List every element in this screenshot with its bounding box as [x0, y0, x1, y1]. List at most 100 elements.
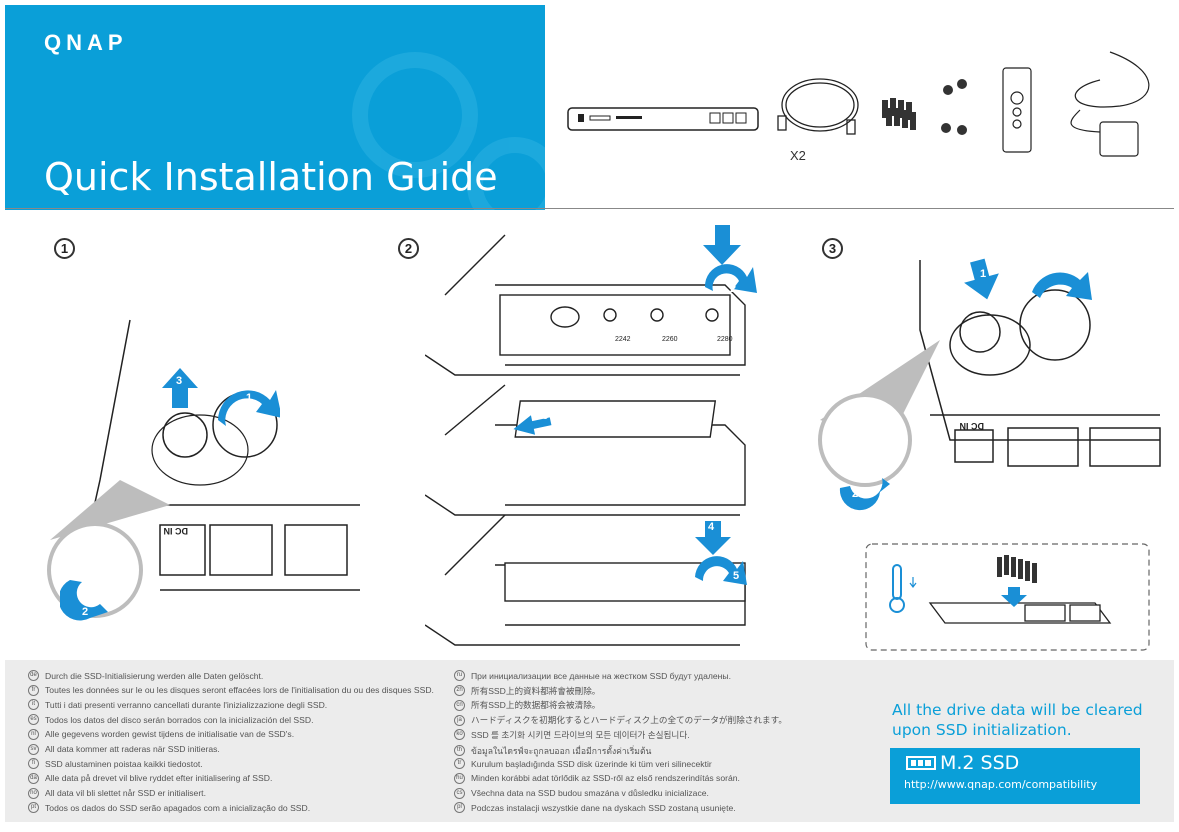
- language-warning-text: SSD 를 초기화 시키면 드라이브의 모든 데이터가 손실됩니다.: [471, 729, 690, 740]
- language-warning-text: Alle gegevens worden gewist tijdens de i…: [45, 729, 295, 740]
- language-code-badge: th: [454, 745, 465, 756]
- thermometer-icon: [889, 564, 917, 613]
- language-warning-text: Kurulum başladığında SSD disk üzerinde k…: [471, 758, 712, 769]
- step-2-arrow-2-label: 2: [730, 283, 737, 295]
- language-code-badge: hu: [454, 772, 465, 784]
- language-warning-text: Podczas instalacji wszystkie dane na dys…: [471, 802, 736, 813]
- step-1-arrow-1-label: 1: [246, 392, 253, 404]
- gear-watermark-icon: [352, 52, 545, 210]
- language-code-badge: sv: [28, 743, 39, 755]
- step-2-arrow-4-label: 4: [708, 521, 715, 533]
- language-warning-text: All data vil bli slettet når SSD er init…: [45, 788, 206, 799]
- step-2-arrow-5-label: 5: [733, 570, 740, 582]
- step-2-arrow-3-label: 3: [542, 410, 549, 422]
- language-code-badge: fi: [28, 758, 39, 770]
- language-code-badge: da: [28, 772, 39, 784]
- arrow-down-icon: [964, 258, 999, 300]
- qnap-logo: QNAP: [44, 30, 128, 55]
- step-3-illustration: DC IN: [818, 258, 1161, 511]
- arrow-up-icon: [162, 368, 198, 408]
- compat-url-link[interactable]: http://www.qnap.com/compatibility: [904, 778, 1098, 791]
- power-adapter-icon: [1070, 51, 1150, 157]
- language-code-badge: es: [28, 714, 39, 726]
- language-code-badge: ko: [454, 729, 465, 741]
- language-warning-text: При инициализации все данные на жестком …: [471, 670, 731, 681]
- step-3-number: 3: [822, 238, 843, 259]
- heatsink-icon: [882, 98, 916, 130]
- header-banner: [5, 5, 545, 210]
- language-warning-fi: fi SSD alustaminen poistaa kaikki tiedost…: [28, 758, 203, 770]
- language-code-badge: ja: [454, 714, 465, 726]
- language-warning-fr: fr Toutes les données sur le ou les disqu…: [28, 684, 434, 696]
- rotate-arrow-icon: [695, 556, 747, 585]
- header-divider: [5, 208, 1174, 209]
- language-warning-text: Toutes les données sur le ou les disques…: [45, 685, 434, 696]
- ssd-size-2280: 2280: [717, 336, 733, 343]
- language-code-badge: pl: [454, 802, 465, 814]
- arrow-down-icon: [1001, 587, 1027, 607]
- step-3-arrow-2-label: 2: [852, 488, 859, 500]
- language-code-badge: tr: [454, 758, 465, 770]
- language-warning-pt: pt Todos os dados do SSD serão apagados c…: [28, 802, 311, 814]
- step-1-number: 1: [54, 238, 75, 259]
- language-code-badge: de: [28, 670, 39, 681]
- language-warning-text: 所有SSD上的資料都將會被刪除。: [471, 685, 601, 696]
- language-warning-cn: cn 所有SSD上的数据都将会被清除。: [454, 699, 600, 711]
- language-warning-text: 所有SSD上的数据都将会被清除。: [471, 700, 601, 711]
- language-warning-text: SSD alustaminen poistaa kaikki tiedostot…: [45, 758, 203, 769]
- remote-control-icon: [1002, 67, 1032, 153]
- arrow-down-icon: [703, 225, 741, 265]
- dc-in-label-3: DC IN: [960, 421, 985, 431]
- language-warning-th: th ข้อมูลในไดรฟ์จะถูกลบออก เมื่อมีการตั้ง…: [454, 744, 651, 758]
- arrow-down-icon: [695, 521, 731, 555]
- ethernet-cable-icon: [777, 78, 859, 135]
- step-1-arrows: [60, 368, 280, 621]
- language-warning-text: Minden korábbi adat törlődik az SSD-ről …: [471, 773, 740, 784]
- m2-ssd-icon: [906, 756, 936, 770]
- language-warning-text: Todos os dados do SSD serão apagados com…: [45, 802, 311, 813]
- step-2-number: 2: [398, 238, 419, 259]
- language-warning-no: no All data vil bli slettet når SSD er in…: [28, 787, 206, 799]
- language-code-badge: nl: [28, 728, 39, 740]
- language-code-badge: fr: [28, 684, 39, 696]
- rotate-arrow-icon: [704, 264, 757, 293]
- language-warning-tr: tr Kurulum başladığında SSD disk üzerinde…: [454, 758, 712, 770]
- step-1-arrow-3-label: 3: [176, 375, 183, 387]
- language-warning-text: All data kommer att raderas när SSD init…: [45, 744, 220, 754]
- language-code-badge: it: [28, 699, 39, 711]
- heatsink-inset: [865, 543, 1150, 651]
- warning-line-1: All the drive data will be cleared: [892, 701, 1143, 719]
- language-warning-sv: sv All data kommer att raderas när SSD in…: [28, 743, 220, 755]
- language-warning-it: it Tutti i dati presenti verranno cancell…: [28, 699, 328, 711]
- ssd-size-2260: 2260: [662, 336, 678, 343]
- language-code-badge: cs: [454, 787, 465, 799]
- warning-text: All the drive data will be cleared upon …: [892, 700, 1143, 740]
- language-warning-nl: nl Alle gegevens worden gewist tijdens de…: [28, 728, 295, 740]
- language-warning-hu: hu Minden korábbi adat törlődik az SSD-rő…: [454, 772, 740, 784]
- language-warning-text: ข้อมูลในไดรฟ์จะถูกลบออก เมื่อมีการตั้งค่…: [471, 745, 652, 756]
- page-title: Quick Installation Guide: [44, 155, 498, 199]
- language-code-badge: ru: [454, 670, 465, 681]
- nas-device-icon: [567, 107, 759, 131]
- cable-quantity: X2: [790, 148, 806, 163]
- ssd-size-2242: 2242: [615, 336, 631, 343]
- language-warning-cs: cs Všechna data na SSD budou smazána v dů…: [454, 787, 709, 799]
- language-code-badge: cn: [454, 699, 465, 711]
- step-1-arrow-2-label: 2: [82, 606, 89, 618]
- compat-title: M.2 SSD: [940, 752, 1020, 774]
- screws-icon: [941, 79, 967, 135]
- language-warning-ru: ru При инициализации все данные на жестко…: [454, 670, 731, 681]
- rotate-arrow-icon: [218, 390, 280, 426]
- rotate-arrow-icon: [1032, 272, 1092, 300]
- language-warning-text: Tutti i dati presenti verranno cancellat…: [45, 699, 328, 710]
- language-code-badge: no: [28, 787, 39, 799]
- step-3-arrow-3-label: 3: [1020, 294, 1027, 306]
- warning-line-2: upon SSD initialization.: [892, 721, 1072, 739]
- language-code-badge: pt: [28, 802, 39, 814]
- language-warning-text: Všechna data na SSD budou smazána v důsl…: [471, 788, 709, 799]
